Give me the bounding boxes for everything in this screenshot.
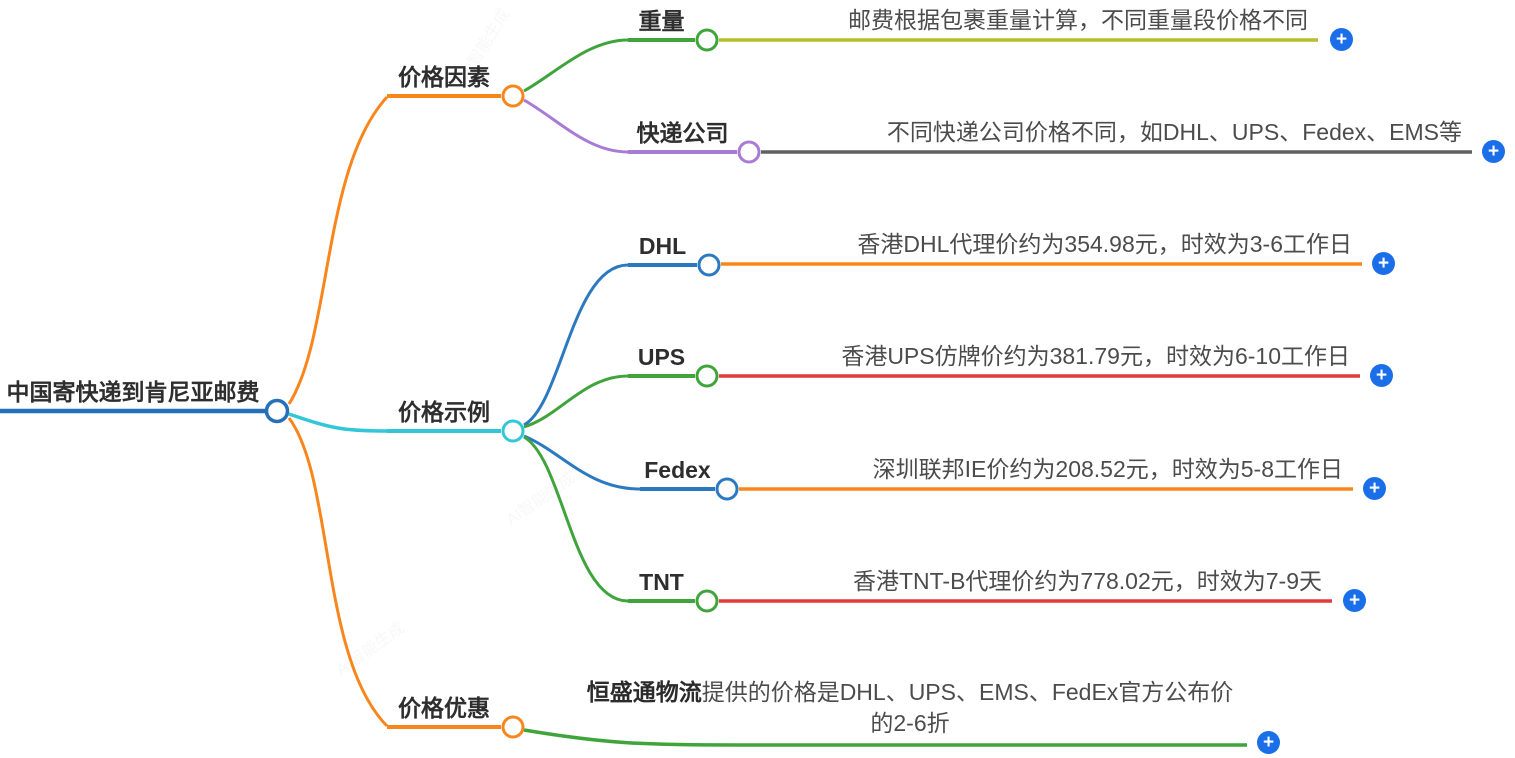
discount-desc-underline bbox=[523, 728, 1247, 747]
ups-add-button[interactable]: + bbox=[1370, 364, 1393, 387]
ups-desc-text[interactable]: 香港UPS仿牌价约为381.79元，时效为6-10工作日 bbox=[841, 343, 1350, 369]
link-root-price-discount bbox=[287, 417, 389, 728]
price-discount-label[interactable]: 价格优惠 bbox=[398, 695, 490, 721]
fedex-label[interactable]: Fedex bbox=[644, 457, 711, 483]
price-examples-label[interactable]: 价格示例 bbox=[398, 399, 490, 425]
root-node-label[interactable]: 中国寄快递到肯尼亚邮费 bbox=[6, 379, 260, 405]
link-examples-tnt bbox=[523, 435, 629, 603]
tnt-desc-text[interactable]: 香港TNT-B代理价约为778.02元，时效为7-9天 bbox=[852, 568, 1322, 594]
link-examples-dhl bbox=[523, 263, 629, 427]
plus-icon: + bbox=[1368, 478, 1381, 499]
fedex-add-button[interactable]: + bbox=[1363, 477, 1386, 500]
plus-icon: + bbox=[1487, 141, 1500, 162]
link-root-price-factors bbox=[287, 95, 389, 405]
plus-icon: + bbox=[1262, 732, 1275, 753]
courier-add-button[interactable]: + bbox=[1482, 140, 1505, 163]
price-factors-node-handle[interactable] bbox=[501, 84, 525, 108]
fedex-node-handle[interactable] bbox=[715, 477, 739, 501]
dhl-desc-text[interactable]: 香港DHL代理价约为354.98元，时效为3-6工作日 bbox=[857, 231, 1352, 257]
dhl-label[interactable]: DHL bbox=[638, 233, 687, 259]
plus-icon: + bbox=[1375, 365, 1388, 386]
discount-add-button[interactable]: + bbox=[1257, 731, 1280, 754]
discount-desc-text[interactable]: 恒盛通物流提供的价格是DHL、UPS、EMS、FedEx官方公布价的2-6折 bbox=[580, 677, 1240, 739]
tnt-label[interactable]: TNT bbox=[639, 569, 684, 595]
weight-node-handle[interactable] bbox=[695, 28, 719, 52]
link-factors-weight bbox=[523, 38, 629, 93]
dhl-node-handle[interactable] bbox=[697, 253, 721, 277]
price-discount-node-handle[interactable] bbox=[501, 715, 525, 739]
courier-desc-text[interactable]: 不同快递公司价格不同，如DHL、UPS、Fedex、EMS等 bbox=[886, 119, 1462, 145]
discount-desc-bold: 恒盛通物流 bbox=[586, 679, 702, 705]
plus-icon: + bbox=[1377, 253, 1390, 274]
root-node-handle[interactable] bbox=[264, 398, 290, 424]
weight-label[interactable]: 重量 bbox=[638, 8, 685, 34]
ups-label[interactable]: UPS bbox=[637, 344, 686, 370]
courier-label[interactable]: 快递公司 bbox=[636, 120, 729, 146]
tnt-node-handle[interactable] bbox=[695, 589, 719, 613]
plus-icon: + bbox=[1335, 29, 1348, 50]
price-factors-label[interactable]: 价格因素 bbox=[398, 64, 490, 90]
plus-icon: + bbox=[1348, 590, 1361, 611]
fedex-desc-text[interactable]: 深圳联邦IE价约为208.52元，时效为5-8工作日 bbox=[872, 456, 1343, 482]
courier-node-handle[interactable] bbox=[737, 140, 761, 164]
ups-node-handle[interactable] bbox=[695, 364, 719, 388]
link-examples-fedex bbox=[523, 434, 641, 491]
link-factors-courier bbox=[523, 98, 629, 154]
tnt-add-button[interactable]: + bbox=[1343, 589, 1366, 612]
price-examples-node-handle[interactable] bbox=[501, 419, 525, 443]
link-root-price-examples bbox=[288, 412, 388, 433]
weight-desc-text[interactable]: 邮费根据包裹重量计算，不同重量段价格不同 bbox=[848, 7, 1308, 33]
dhl-add-button[interactable]: + bbox=[1372, 252, 1395, 275]
weight-add-button[interactable]: + bbox=[1330, 28, 1353, 51]
link-examples-ups bbox=[523, 374, 629, 429]
discount-desc-rest: 提供的价格是DHL、UPS、EMS、FedEx官方公布价的2-6折 bbox=[701, 679, 1234, 736]
